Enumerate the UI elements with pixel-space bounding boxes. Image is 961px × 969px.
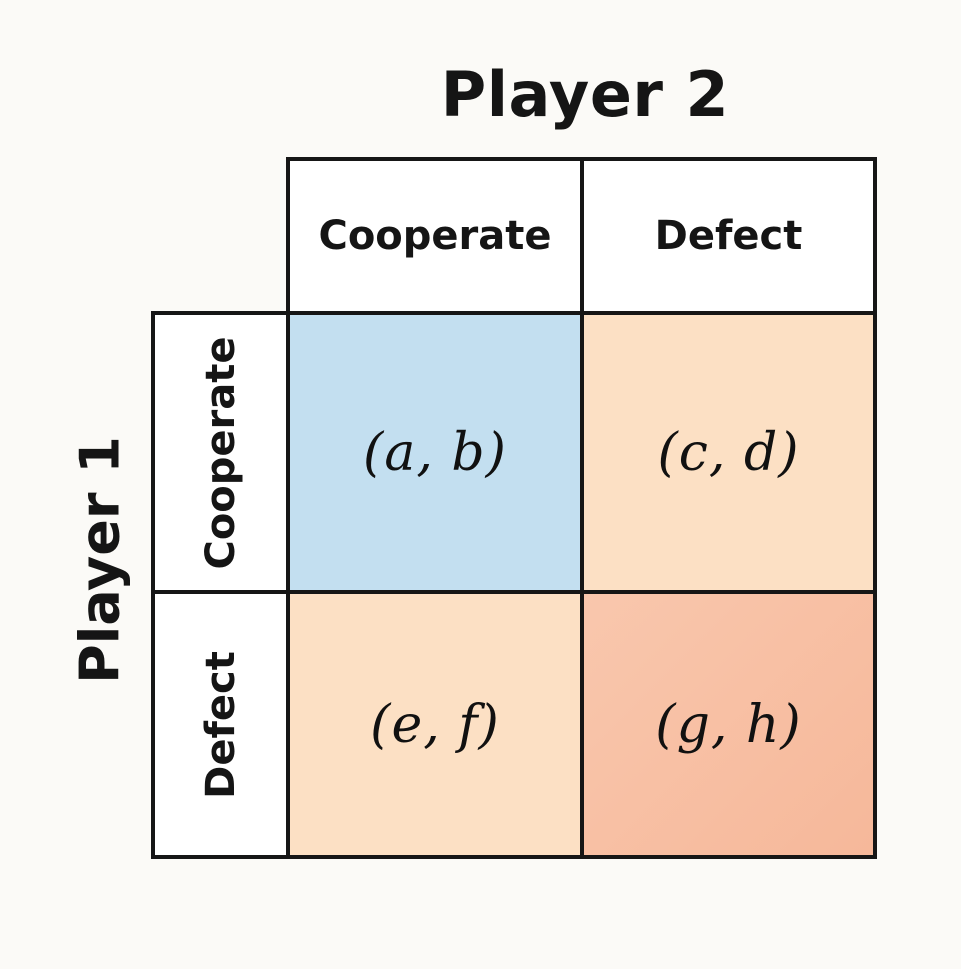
column-header-cooperate-label: Cooperate: [318, 213, 552, 259]
row-header-cooperate: Cooperate: [151, 311, 290, 594]
payoff-cell-cooperate-cooperate: (a, b): [286, 311, 584, 594]
column-header-defect-label: Defect: [654, 213, 803, 259]
column-header-defect: Defect: [580, 157, 877, 315]
payoff-cc: (a, b): [363, 422, 507, 483]
row-header-defect: Defect: [151, 590, 290, 859]
payoff-cd: (c, d): [657, 422, 800, 483]
payoff-cell-cooperate-defect: (c, d): [580, 311, 877, 594]
player-1-title: Player 1: [68, 436, 132, 684]
payoff-cell-defect-defect: (g, h): [580, 590, 877, 859]
row-header-cooperate-label: Cooperate: [197, 335, 244, 570]
payoff-dd: (g, h): [655, 694, 802, 755]
column-header-cooperate: Cooperate: [286, 157, 584, 315]
row-header-defect-label: Defect: [197, 650, 244, 799]
payoff-dc: (e, f): [370, 694, 500, 755]
payoff-cell-defect-cooperate: (e, f): [286, 590, 584, 859]
player-2-title: Player 2: [440, 58, 730, 131]
